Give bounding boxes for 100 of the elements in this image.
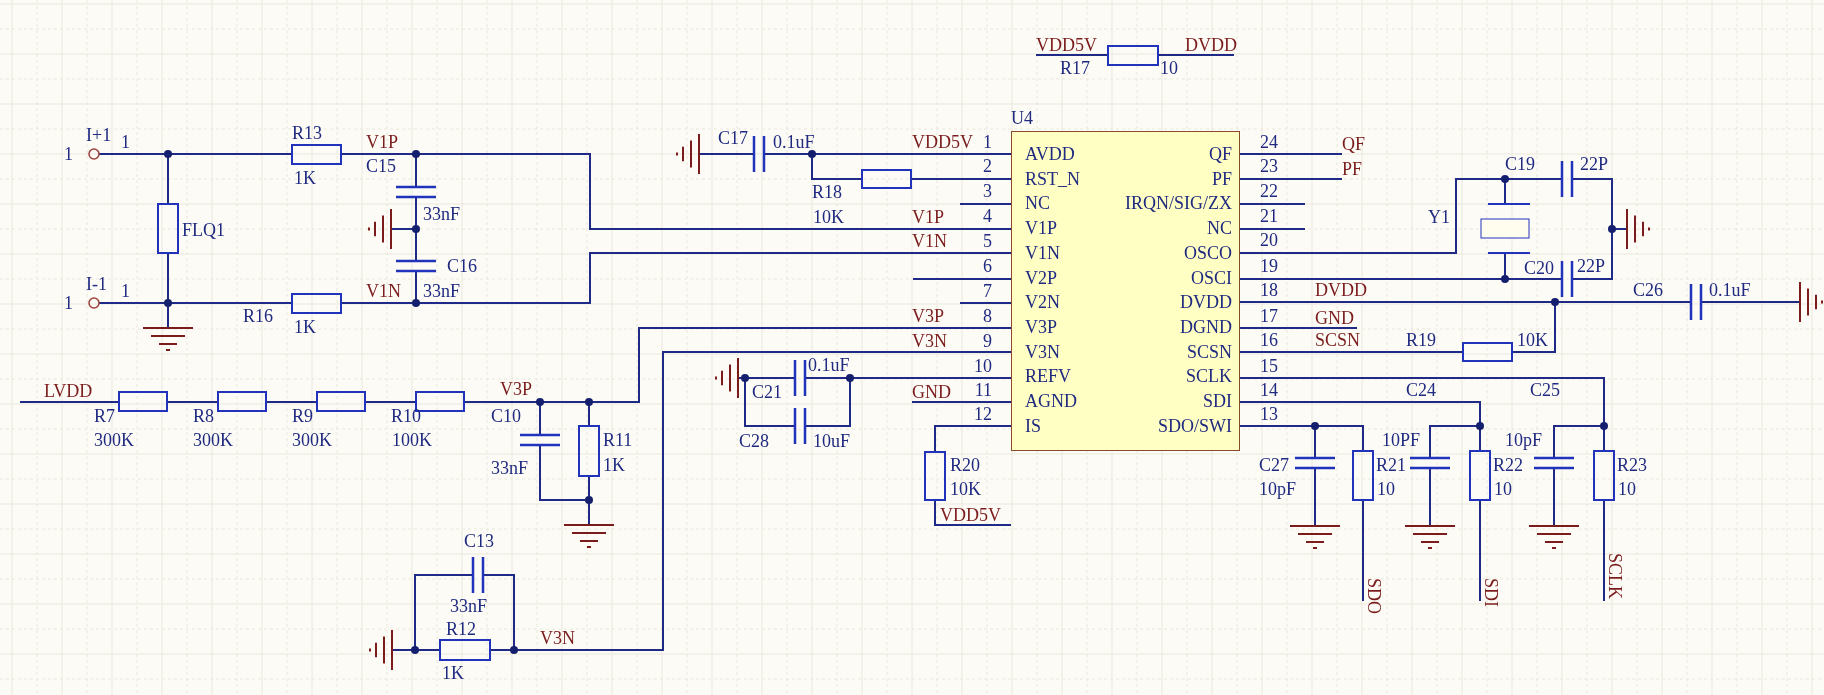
- terminal-label: I-1: [86, 274, 107, 294]
- ground-symbol: [368, 208, 392, 250]
- pin-number: 20: [1260, 230, 1278, 250]
- net-label: QF: [1342, 134, 1365, 154]
- component-value: 10pF: [1259, 479, 1296, 499]
- pin-number: 1: [121, 281, 130, 301]
- net-label: VDD5V: [912, 132, 973, 152]
- pin-name: OSCO: [1184, 242, 1232, 263]
- pin-name: QF: [1209, 144, 1232, 164]
- capacitor-symbol: [793, 408, 807, 444]
- pin-name: NC: [1025, 193, 1050, 214]
- component-designator: C25: [1530, 380, 1560, 400]
- wire: [1571, 228, 1628, 280]
- net-label: VDD5V: [1036, 35, 1097, 55]
- component-value: 10K: [1517, 330, 1548, 350]
- pin-number: 1: [983, 132, 992, 152]
- pin-number: 22: [1260, 181, 1278, 201]
- wire: [98, 153, 169, 205]
- net-label: GND: [1315, 308, 1354, 328]
- wire: [1239, 203, 1306, 205]
- resistor-symbol: [861, 169, 912, 189]
- pin-number: 12: [974, 404, 992, 424]
- net-label: V3P: [912, 306, 944, 326]
- net-label: V3N: [912, 331, 947, 351]
- ground-symbol: [1404, 525, 1456, 549]
- pin-name: OSCI: [1191, 267, 1232, 288]
- capacitor-symbol: [793, 360, 807, 396]
- pin-name: V2P: [1025, 267, 1057, 288]
- resistor-symbol: [924, 451, 946, 501]
- net-label: V3N: [540, 628, 575, 648]
- component-designator: C28: [739, 431, 769, 451]
- component-designator: C20: [1524, 258, 1554, 278]
- wire: [934, 425, 1012, 453]
- wire: [364, 401, 417, 403]
- net-label: VDD5V: [940, 505, 1001, 525]
- pin-name: AVDD: [1025, 144, 1075, 164]
- resistor-symbol: [291, 144, 342, 165]
- net-label: GND: [912, 382, 951, 402]
- component-designator: FLQ1: [182, 220, 225, 240]
- pin-number: 18: [1260, 280, 1278, 300]
- pin-name: REFV: [1025, 366, 1071, 387]
- resistor-symbol: [1469, 450, 1491, 501]
- resistor-symbol: [1352, 450, 1374, 501]
- capacitor-symbol: [471, 557, 485, 593]
- pin-number: 23: [1260, 156, 1278, 176]
- wire: [959, 302, 1012, 304]
- component-value: 22P: [1580, 154, 1608, 174]
- component-designator: C19: [1505, 154, 1535, 174]
- pin-number: 21: [1260, 206, 1278, 226]
- pin-name: DGND: [1180, 316, 1232, 337]
- wire: [1239, 351, 1464, 353]
- component-value: 1K: [294, 168, 316, 188]
- component-designator: C13: [464, 531, 494, 551]
- capacitor-symbol: [396, 259, 436, 273]
- wire: [1157, 54, 1235, 56]
- component-value: 33nF: [423, 204, 460, 224]
- net-label: DVDD: [1185, 35, 1237, 55]
- resistor-symbol: [118, 391, 168, 412]
- net-label: V3P: [500, 379, 532, 399]
- pin-number: 24: [1260, 132, 1278, 152]
- pin-number: 14: [1260, 380, 1278, 400]
- net-label: SCSN: [1315, 330, 1361, 350]
- component-value: 1K: [294, 317, 316, 337]
- wire: [166, 401, 219, 403]
- wire: [1553, 467, 1555, 527]
- pin-number: 17: [1260, 306, 1278, 326]
- wire: [1239, 228, 1306, 230]
- wire: [804, 377, 1012, 427]
- capacitor-symbol: [520, 433, 560, 447]
- pin-number: 9: [983, 331, 992, 351]
- capacitor-symbol: [1560, 161, 1574, 197]
- wire: [1239, 153, 1343, 155]
- component-designator: C10: [491, 406, 521, 426]
- wire: [390, 228, 417, 262]
- resistor-symbol: [1107, 45, 1159, 66]
- wire: [763, 153, 863, 180]
- wire: [463, 327, 1012, 403]
- pin-number: 5: [983, 231, 992, 251]
- chip-reference: U4: [1011, 108, 1033, 128]
- wire: [1239, 178, 1343, 180]
- wire: [910, 178, 1012, 180]
- terminal-symbol: [88, 148, 100, 160]
- pin-name: SDI: [1203, 391, 1232, 411]
- component-value: 0.1uF: [1709, 280, 1751, 300]
- component-value: 300K: [94, 430, 134, 450]
- pin-number: 16: [1260, 330, 1278, 350]
- resistor-symbol: [578, 425, 600, 477]
- component-value: 10uF: [813, 431, 850, 451]
- net-label: SCLK: [1605, 553, 1625, 599]
- component-value: 300K: [193, 430, 233, 450]
- component-designator: C26: [1633, 280, 1663, 300]
- net-label: DVDD: [1315, 280, 1367, 300]
- component-value: 10PF: [1382, 430, 1421, 450]
- ground-symbol: [1289, 525, 1341, 549]
- wire: [1239, 278, 1563, 280]
- pin-name: PF: [1211, 168, 1232, 189]
- component-designator: R13: [292, 123, 322, 143]
- pin-number: 1: [121, 132, 130, 152]
- pin-name: SCSN: [1186, 341, 1232, 362]
- component-value: 33nF: [491, 458, 528, 478]
